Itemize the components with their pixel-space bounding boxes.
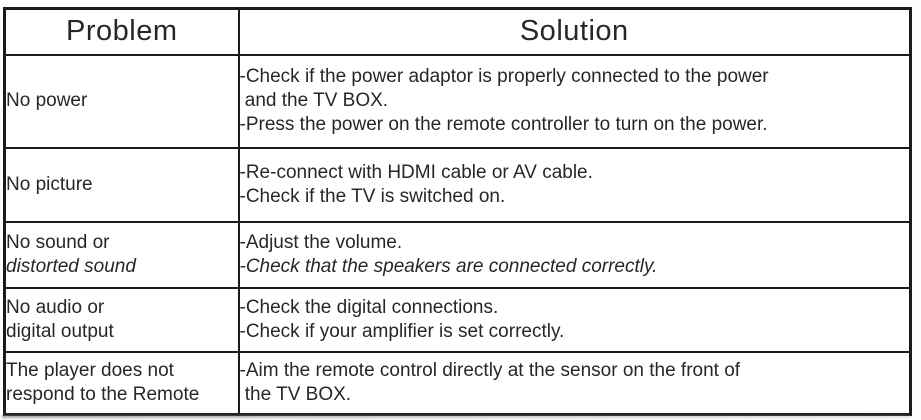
solution-text: -Check if your amplifier is set correctl… [239, 320, 565, 342]
solution-text: the TV BOX. [239, 383, 352, 405]
table-row-no-sound: No sound or distorted sound -Adjust the … [3, 220, 912, 289]
problem-text: The player does not [6, 359, 174, 381]
solution-text: -Adjust the volume. [239, 231, 403, 253]
solution-cell: -Check the digital connections. -Check i… [237, 286, 912, 353]
problem-column-header: Problem [3, 7, 240, 56]
scan-artifact [2, 415, 911, 418]
problem-text: No audio or [6, 296, 105, 318]
solution-cell: -Check if the power adaptor is properly … [237, 53, 912, 149]
table-row-remote-no-response: The player does not respond to the Remot… [3, 350, 912, 416]
problem-cell: No sound or distorted sound [3, 220, 240, 289]
problem-cell: No picture [3, 146, 240, 223]
solution-column-header: Solution [237, 7, 912, 56]
solution-text: -Check if the TV is switched on. [239, 185, 506, 207]
header-row: Problem Solution [3, 7, 912, 56]
solution-cell: -Aim the remote control directly at the … [237, 350, 912, 416]
solution-cell: -Re-connect with HDMI cable or AV cable.… [237, 146, 912, 223]
solution-text: and the TV BOX. [239, 90, 389, 111]
problem-text: No sound or [6, 231, 110, 253]
problem-text: No power [6, 90, 88, 111]
solution-text: -Re-connect with HDMI cable or AV cable. [239, 161, 593, 183]
table-row-no-picture: No picture -Re-connect with HDMI cable o… [3, 146, 912, 223]
solution-text: -Check if the power adaptor is properly … [239, 66, 769, 87]
solution-text: -Check the digital connections. [239, 296, 499, 318]
problem-cell: No power [3, 53, 240, 149]
problem-text: No picture [6, 173, 93, 195]
solution-cell: -Adjust the volume. -Check that the spea… [237, 220, 912, 289]
problem-text: digital output [6, 320, 114, 342]
solution-text: -Press the power on the remote controlle… [239, 114, 768, 135]
solution-text: -Check that the speakers are connected c… [239, 255, 658, 277]
problem-cell: The player does not respond to the Remot… [3, 350, 240, 416]
problem-text: respond to the Remote [6, 383, 200, 405]
table-row-no-audio: No audio or digital output -Check the di… [3, 286, 912, 353]
solution-text: -Aim the remote control directly at the … [239, 359, 741, 381]
troubleshooting-table: Problem Solution No power -Check if the … [3, 7, 912, 416]
problem-cell: No audio or digital output [3, 286, 240, 353]
table-row-no-power: No power -Check if the power adaptor is … [3, 53, 912, 149]
problem-text: distorted sound [6, 255, 136, 277]
